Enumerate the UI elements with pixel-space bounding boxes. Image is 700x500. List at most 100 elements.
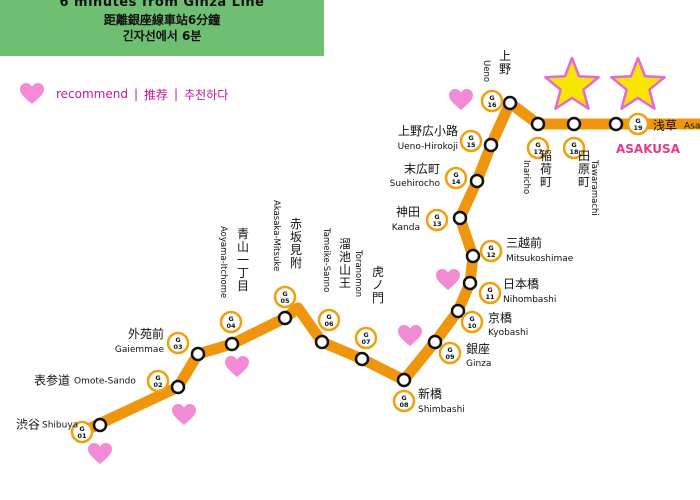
station-code-letter: G — [571, 141, 576, 149]
station-code-badge — [444, 166, 468, 190]
station-name-ja: 上野広小路 — [398, 123, 458, 138]
station-code-number: 17 — [533, 148, 542, 156]
station-code-badge — [438, 341, 462, 365]
station-dot — [452, 210, 468, 226]
station-name-en: Kyobashi — [488, 328, 528, 338]
station-name-en: Nihombashi — [503, 295, 556, 305]
station-code-letter: G — [401, 394, 406, 402]
station-code-badge — [354, 326, 378, 350]
station-code-letter: G — [469, 315, 474, 323]
station-code-letter: G — [468, 134, 473, 142]
station-code-badge — [166, 331, 190, 355]
station-code-letter: G — [79, 425, 84, 433]
station-code-badge — [392, 389, 416, 413]
star-icon — [610, 56, 666, 110]
station-code-letter: G — [488, 244, 493, 252]
station-name-ja: 表参道 — [34, 373, 70, 388]
station-code-letter: G — [535, 141, 540, 149]
station-code-number: 03 — [173, 343, 182, 351]
station-code-letter: G — [489, 94, 494, 102]
legend-recommend-ko: 추천하다 — [184, 87, 229, 102]
station-name-ja: 赤坂見附 — [290, 217, 302, 270]
station-code-badge — [479, 239, 503, 263]
station-code-letter: G — [453, 171, 458, 179]
station-name-ja: 外苑前 — [128, 326, 164, 341]
station-code-badge — [459, 129, 483, 153]
station-name-ja: 京橋 — [488, 311, 512, 325]
station-code-number: 12 — [486, 251, 495, 259]
station-code-letter: G — [155, 374, 160, 382]
station-name-ja: 神田 — [396, 205, 420, 219]
station-11: G11 日本橋 Nihombashi — [462, 275, 556, 305]
station-name-en: Ginza — [466, 359, 491, 369]
station-code-badge — [526, 136, 550, 160]
station-dot — [483, 137, 499, 153]
station-code-number: 10 — [467, 322, 477, 330]
title-korean: 긴자선에서 6분 — [122, 29, 202, 43]
station-name-ja: 日本橋 — [503, 277, 539, 291]
heart-icon — [398, 325, 422, 346]
station-name-en: Mitsukoshimae — [506, 254, 574, 264]
station-name-en: Shibuya — [42, 421, 78, 431]
stars-layer — [544, 56, 666, 110]
station-name-ja: 末広町 — [404, 162, 440, 176]
station-code-badge — [70, 420, 94, 444]
station-code-number: 11 — [485, 293, 495, 301]
station-name-en: Tawaramachi — [589, 159, 599, 216]
station-dot — [170, 379, 186, 395]
station-14: G14 末広町 Suehirocho — [390, 162, 485, 190]
station-dot — [450, 303, 466, 319]
station-code-letter: G — [487, 286, 492, 294]
station-name-ja: 銀座 — [466, 341, 490, 356]
station-name-ja: 上野 — [499, 49, 511, 76]
title-english: 6 minutes from Ginza Line — [59, 0, 265, 10]
heart-icon — [225, 356, 249, 377]
station-code-badge — [562, 136, 586, 160]
station-dot — [465, 248, 481, 264]
station-code-number: 09 — [445, 353, 455, 361]
station-dot — [396, 372, 412, 388]
station-dot — [354, 351, 370, 367]
station-name-en: Suehirocho — [390, 179, 441, 189]
station-10: G10 京橋 Kyobashi — [450, 303, 528, 338]
station-code-number: 06 — [324, 320, 334, 328]
heart-icon — [20, 83, 44, 104]
station-dot — [608, 116, 624, 132]
station-name-ja: 青山一丁目 — [237, 227, 249, 293]
station-name-en: Tameike-Sanno — [321, 227, 331, 292]
station-code-letter: G — [363, 331, 368, 339]
station-code-badge — [273, 285, 297, 309]
station-code-badge — [219, 310, 243, 334]
station-code-number: 04 — [226, 322, 236, 330]
station-code-badge — [425, 208, 449, 232]
station-name-en: Inaricho — [521, 160, 531, 194]
station-code-letter: G — [326, 313, 331, 321]
title-banner: 6 minutes from Ginza Line 距離銀座線車站6分鐘 긴자선… — [0, 0, 324, 56]
station-code-number: 14 — [451, 178, 461, 186]
station-code-number: 01 — [77, 432, 87, 440]
legend-recommend-zh: 推荐 — [144, 87, 169, 102]
station-code-badge — [480, 89, 504, 113]
asakusa-label: ASAKUSA — [616, 142, 681, 156]
station-code-badge — [317, 308, 341, 332]
station-code-letter: G — [434, 213, 439, 221]
legend-recommend-en: recommend — [56, 87, 128, 101]
station-code-letter: G — [175, 336, 180, 344]
station-code-badge — [478, 281, 502, 305]
station-code-letter: G — [282, 290, 287, 298]
station-dot — [566, 116, 582, 132]
station-name-en: Ueno — [481, 60, 491, 82]
